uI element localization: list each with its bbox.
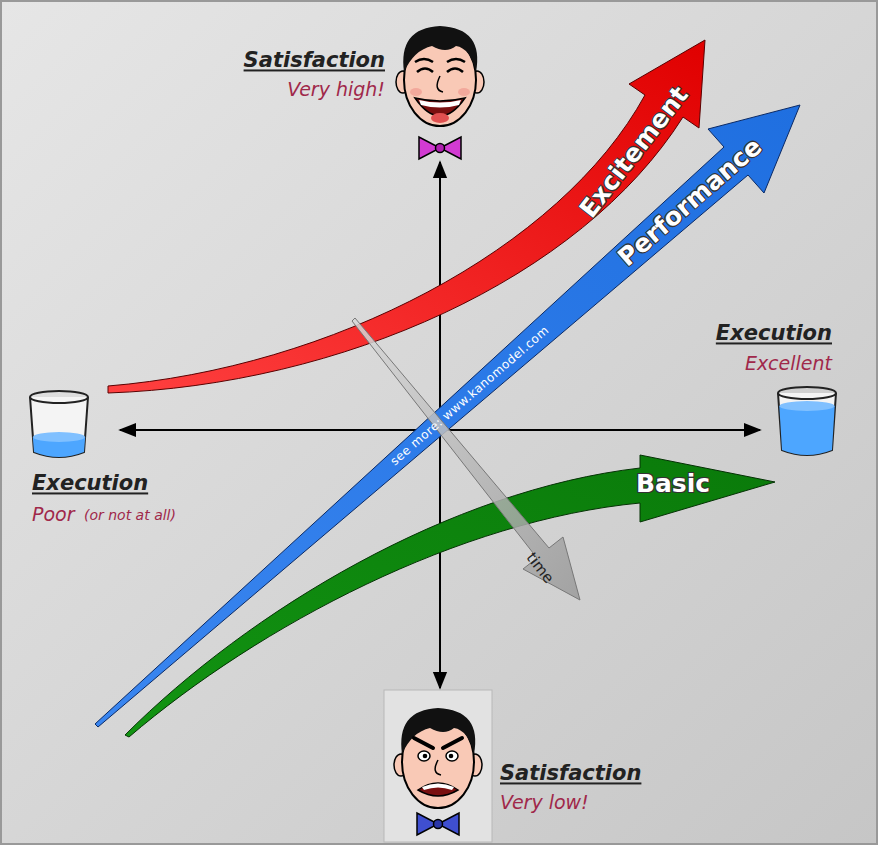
axis-value: Poor [32, 504, 75, 525]
axis-title: Execution [716, 322, 832, 345]
time-arrow [352, 318, 580, 600]
happy-face [396, 26, 484, 159]
axis-title: Satisfaction [500, 762, 641, 785]
axis-title: Execution [32, 472, 148, 495]
full-glass [778, 387, 836, 455]
empty-glass [30, 391, 88, 457]
time-label: time [523, 550, 557, 587]
curve-label: Basic [636, 470, 710, 498]
axis-value: Excellent [745, 353, 832, 374]
angry-face [384, 690, 492, 842]
axis-value: Very high! [287, 79, 385, 100]
performance-curve [95, 105, 800, 727]
axis-note: (or not at all) [84, 508, 176, 523]
axis-value: Very low! [500, 792, 589, 813]
axis-title: Satisfaction [244, 49, 385, 72]
watermark: see more: www.kanomodel.com [388, 324, 552, 469]
